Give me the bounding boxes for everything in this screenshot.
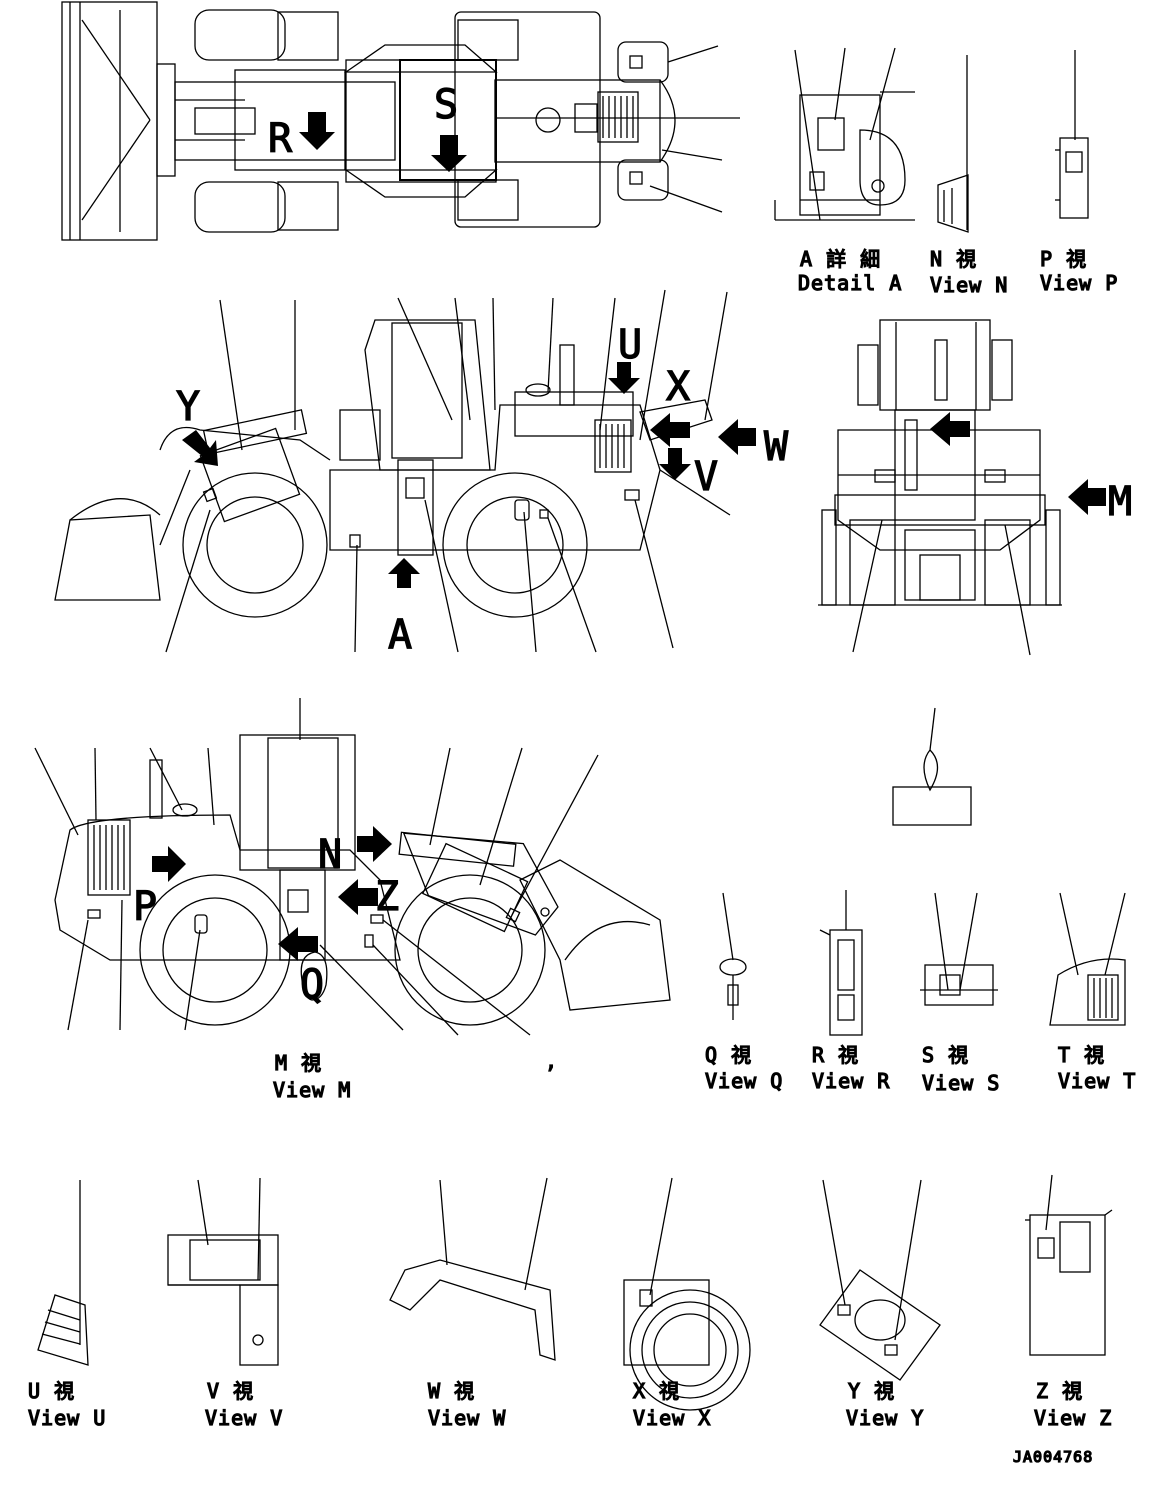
drawing-code: JA004768: [1013, 1448, 1093, 1466]
left-side-arrows: [152, 826, 392, 961]
left-mark-p: P: [133, 884, 157, 930]
view-z-label-jp: Z 視: [1036, 1379, 1083, 1403]
view-q-label-en: View Q: [705, 1069, 783, 1093]
view-s-label-jp: S 視: [922, 1043, 969, 1067]
view-a-label-jp: A 詳 細: [800, 247, 881, 271]
left-side-view-machine: [34, 698, 671, 1036]
top-view-machine: [61, 1, 740, 241]
side-mark-x: X: [666, 364, 690, 410]
left-mark-n: N: [318, 832, 342, 878]
view-z-label-en: View Z: [1034, 1406, 1112, 1430]
view-u-drawing: [37, 1180, 89, 1366]
view-x-label-en: View X: [633, 1406, 711, 1430]
view-n-drawing: [937, 55, 969, 233]
view-n-label-en: View N: [930, 273, 1008, 297]
view-n-label-jp: N 視: [930, 247, 977, 271]
view-q-label-jp: Q 視: [705, 1043, 752, 1067]
side-mark-w: W: [764, 424, 789, 470]
side-mark-v: V: [694, 454, 718, 500]
view-a-label-en: Detail A: [798, 271, 902, 295]
right-side-arrows: [182, 362, 756, 588]
top-mark-r: R: [268, 116, 293, 162]
view-s-drawing: [920, 892, 998, 1006]
view-y-drawing: [819, 1179, 941, 1381]
side-mark-u: U: [618, 322, 642, 368]
left-mark-z: Z: [375, 874, 399, 920]
view-m-label-jp: M 視: [275, 1051, 322, 1075]
tag-plate-drawing: [892, 707, 972, 826]
rear-view-arrows: [930, 412, 1106, 515]
view-q-callout: [300, 951, 328, 1001]
view-r-label-en: View R: [812, 1069, 890, 1093]
view-w-label-en: View W: [428, 1406, 506, 1430]
view-x-label-jp: X 視: [633, 1379, 680, 1403]
view-y-label-jp: Y 視: [848, 1379, 895, 1403]
view-y-label-en: View Y: [846, 1406, 924, 1430]
view-x-drawing: [623, 1177, 751, 1411]
view-t-label-jp: T 視: [1058, 1043, 1105, 1067]
view-r-label-jp: R 視: [812, 1043, 859, 1067]
view-t-drawing: [1049, 892, 1126, 1026]
view-r-drawing: [819, 890, 863, 1036]
view-p-label-jp: P 視: [1040, 247, 1087, 271]
view-t-label-en: View T: [1058, 1069, 1136, 1093]
view-v-drawing: [167, 1177, 279, 1366]
stray-comma-mark: ,: [545, 1049, 558, 1073]
view-v-label-en: View V: [205, 1406, 283, 1430]
view-p-label-en: View P: [1040, 271, 1118, 295]
view-u-label-en: View U: [28, 1406, 106, 1430]
view-s-label-en: View S: [922, 1071, 1000, 1095]
right-side-view-machine: [54, 289, 731, 653]
view-w-drawing: [389, 1177, 556, 1361]
view-u-label-jp: U 視: [28, 1379, 75, 1403]
left-mark-q: Q: [300, 962, 324, 1008]
detail-a-drawing: [774, 47, 915, 221]
side-mark-a: A: [388, 612, 412, 658]
rear-mark-m: M: [1108, 479, 1132, 525]
rear-view-machine: [818, 319, 1062, 656]
top-view-arrows: [299, 112, 467, 172]
view-w-label-jp: W 視: [428, 1379, 475, 1403]
view-v-label-jp: V 視: [207, 1379, 254, 1403]
top-mark-s: S: [434, 82, 458, 128]
view-m-label-en: View M: [273, 1078, 351, 1102]
view-p-drawing: [1055, 50, 1089, 219]
view-q-drawing: [719, 892, 747, 1020]
view-z-drawing: [1025, 1174, 1113, 1356]
side-mark-y: Y: [176, 384, 200, 430]
